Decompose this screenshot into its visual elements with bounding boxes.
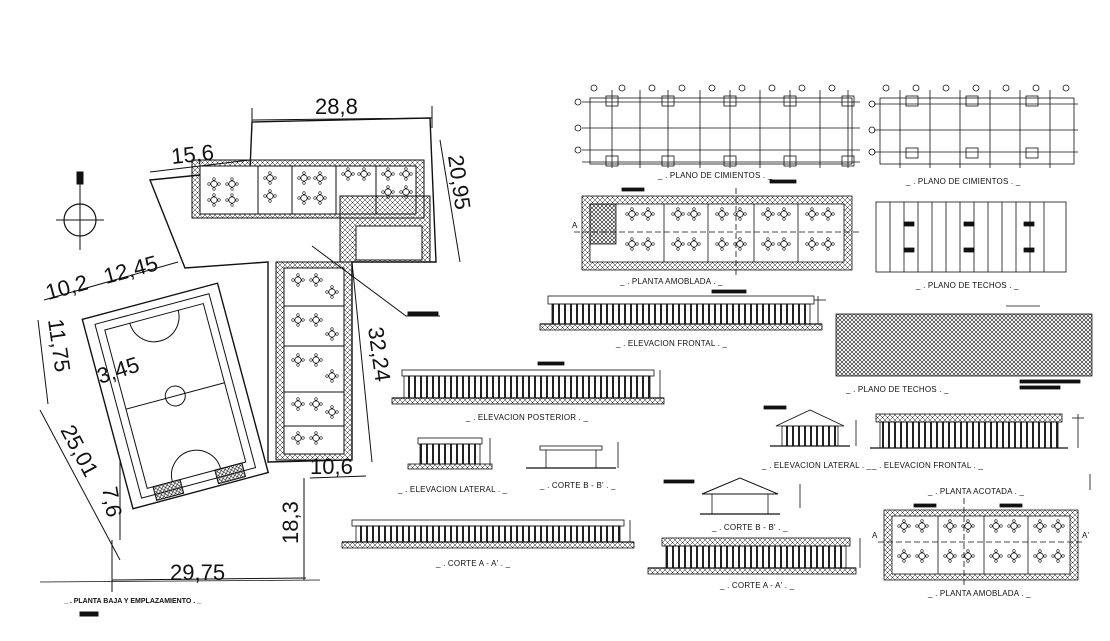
label-roof-2: _ . PLANO DE TECHOS . _ <box>845 385 949 394</box>
furnished-plan-1 <box>574 187 860 278</box>
dim-vertical: 18,3 <box>278 501 303 544</box>
dim-court-left-b: 7,6 <box>97 485 127 519</box>
section-a-2 <box>647 537 861 575</box>
dim-bottom-width: 29,75 <box>170 560 225 585</box>
dim-wing-bottom: 10,6 <box>310 454 353 479</box>
label-rear-elevation: _ . ELEVACION POSTERIOR . _ <box>465 413 589 422</box>
cut-marker-a: A <box>572 221 578 230</box>
dim-court-side: 11,75 <box>43 317 75 373</box>
cut-marker-a-left: A <box>872 531 878 540</box>
cut-marker-a-prime: A' <box>1082 531 1090 540</box>
dim-right-depth: 20,95 <box>443 153 475 211</box>
label-front-elevation-2: _ . ELEVACION FRONTAL . _ <box>871 461 983 470</box>
north-arrow-icon <box>56 171 104 250</box>
label-section-a-2: _ . CORTE A - A' . _ <box>719 581 795 590</box>
side-elevation-2 <box>763 405 857 447</box>
section-a-1 <box>341 519 635 549</box>
dim-wing-length: 32,24 <box>363 325 395 383</box>
label-section-b-2: _ . CORTE B - B' . _ <box>711 523 788 532</box>
label-front-elevation-1: _ . ELEVACION FRONTAL . _ <box>615 339 727 348</box>
roof-plan-2 <box>835 305 1093 390</box>
label-foundation-1: _ . PLANO DE CIMIENTOS . _ <box>657 171 773 180</box>
foundation-plan-2 <box>868 84 1078 168</box>
label-roof-1: _ . PLANO DE TECHOS . _ <box>915 281 1019 290</box>
dim-top-width: 28,8 <box>315 94 358 119</box>
label-furnished-1: _ . PLANTA AMOBLADA . _ <box>619 277 723 286</box>
furnished-plan-2 <box>878 474 1091 586</box>
label-side-elevation-1: _ . ELEVACION LATERAL . _ <box>397 485 508 494</box>
front-elevation-1 <box>539 289 826 331</box>
label-furnished-2: _ . PLANTA AMOBLADA . _ <box>927 589 1031 598</box>
dim-left-wing: 15,6 <box>170 140 215 169</box>
dim-court-top-a: 10,2 <box>43 270 91 305</box>
label-dimensioned-plan: _ . PLANTA ACOTADA . _ <box>927 487 1024 496</box>
label-side-elevation-2: _ . ELEVACION LATERAL . _ <box>761 461 872 470</box>
front-elevation-2 <box>870 413 1084 449</box>
section-b-1 <box>526 442 619 469</box>
rear-elevation <box>391 361 665 405</box>
roof-plan-1 <box>875 201 1067 273</box>
label-section-a-1: _ . CORTE A - A' . _ <box>435 559 511 568</box>
label-foundation-2: _ . PLANO DE CIMIENTOS . _ <box>905 177 1021 186</box>
site-plan <box>37 106 461 617</box>
side-elevation-1 <box>407 437 493 470</box>
dim-court-top-b: 12,45 <box>101 250 161 288</box>
label-section-b-1: _ . CORTE B - B' . _ <box>539 481 616 490</box>
section-b-2 <box>663 477 801 515</box>
dim-court-diag: 3,45 <box>94 352 142 389</box>
dim-court-left: 25,01 <box>56 421 104 481</box>
label-site-plan: _ . PLANTA BAJA Y EMPLAZAMIENTO . _ <box>63 598 201 605</box>
foundation-plan-1 <box>574 84 860 184</box>
